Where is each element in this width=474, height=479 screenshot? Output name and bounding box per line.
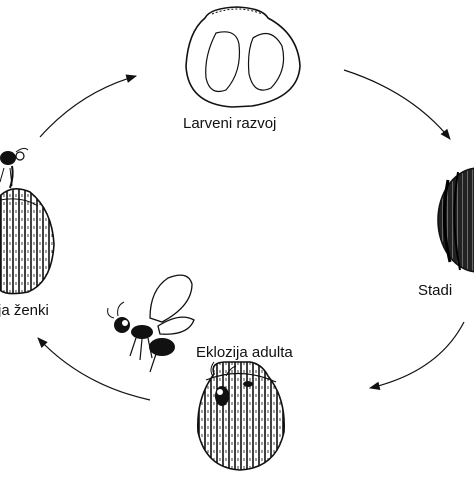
label-females: ja ženki [0,302,49,319]
arrow-bottom-left [37,337,151,401]
dark-fruit-illustration [437,167,474,273]
arrow-top-right [343,69,451,140]
arrow-top-left [39,74,138,138]
female-wasp-on-fruit-illustration [0,147,55,295]
label-eclosion: Eklozija adulta [196,344,293,361]
adult-wasp-illustration [107,274,195,373]
label-larval-development: Larveni razvoj [183,115,277,132]
label-stage-right: Stadi [418,282,453,299]
arrow-bottom-right [368,321,465,390]
seed-cross-section-illustration [185,6,301,108]
ribbed-fruit-eclosion-illustration [197,361,285,471]
